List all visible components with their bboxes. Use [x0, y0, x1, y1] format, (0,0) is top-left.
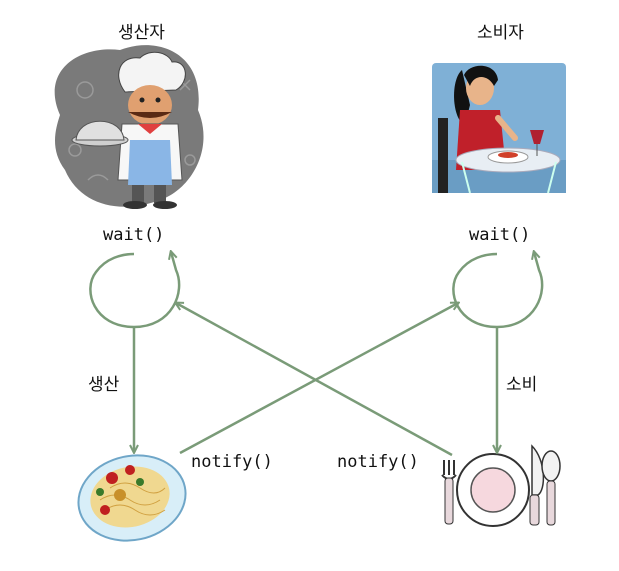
- diner-illustration: [432, 63, 566, 194]
- empty-dish-illustration: [441, 444, 561, 527]
- chef-illustration: [54, 45, 204, 209]
- producer-notify-arrow: [179, 303, 458, 455]
- consumer-notify-label: notify(): [337, 452, 419, 472]
- consumer-wait-label: wait(): [469, 225, 531, 245]
- consumer-title: 소비자: [477, 23, 524, 43]
- producer-notify-label: notify(): [191, 452, 273, 472]
- consumer-notify-arrow: [176, 303, 453, 457]
- pasta-plate-illustration: [77, 454, 187, 542]
- produce-label: 생산: [88, 375, 120, 395]
- producer-wait-loop-arrow: [89, 252, 179, 329]
- producer-title: 생산자: [118, 23, 165, 43]
- consume-label: 소비: [506, 375, 538, 395]
- consumer-wait-loop-arrow: [452, 252, 542, 329]
- producer-wait-label: wait(): [103, 225, 165, 245]
